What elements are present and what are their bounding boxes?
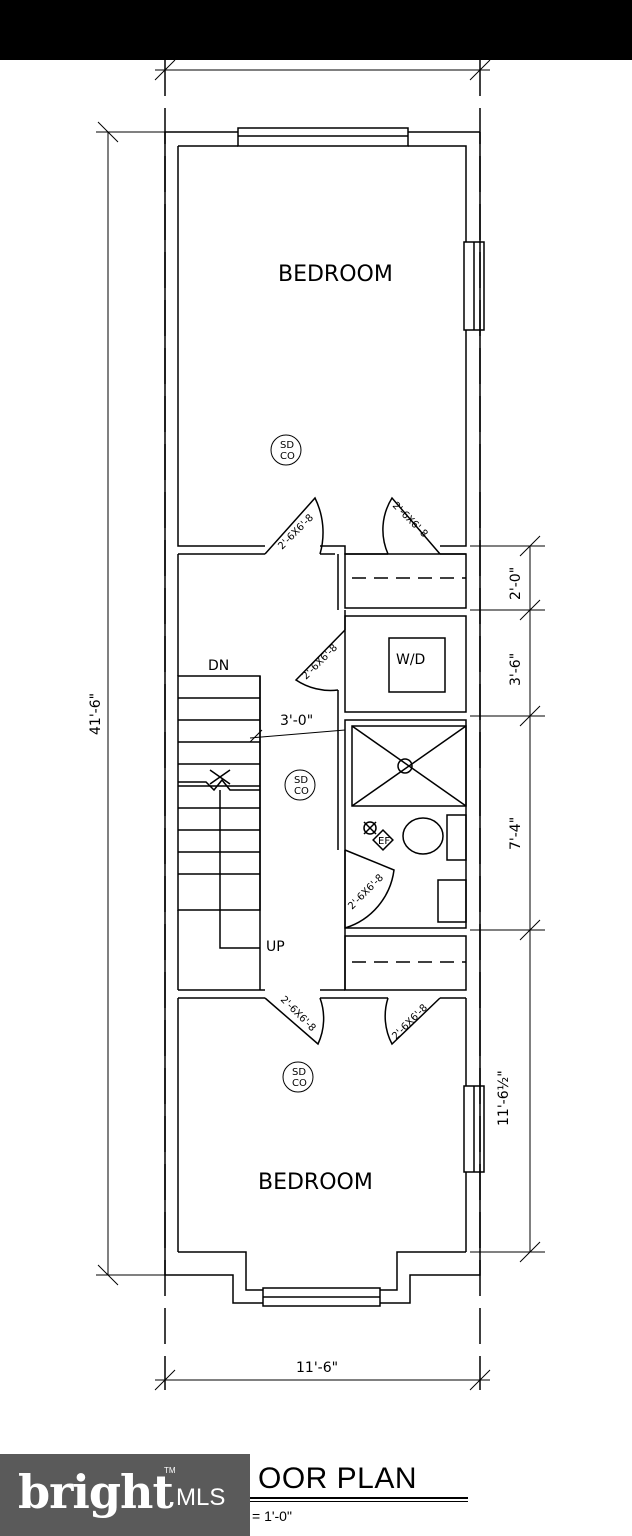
dim-hall-width: 3'-0" [280, 713, 313, 729]
exhaust-fan-label: EF [378, 836, 390, 847]
door-closet-bottom [384, 997, 441, 1046]
washer-dryer [388, 637, 446, 693]
scale-note: = 1'-0" [252, 1508, 292, 1524]
exterior-wall-left [164, 132, 263, 1304]
svg-text:SD: SD [292, 1067, 306, 1078]
shower [351, 725, 467, 807]
dim-overall-width: 11'-6" [296, 1360, 338, 1376]
door-tag-4: 2'-6X6'-8 [346, 873, 386, 913]
dim-front-bedroom: 11'-6½" [496, 1070, 512, 1126]
stairs-up-label: UP [266, 939, 285, 955]
toilet [402, 817, 444, 855]
top-black-bar [0, 0, 632, 60]
title-underline-thin [250, 1501, 468, 1502]
logo-tm: TM [164, 1466, 176, 1475]
room-label-bedroom-top: BEDROOM [278, 262, 393, 287]
door-tag-2: 2'-6X6'-8 [390, 500, 430, 540]
exterior-wall-right [380, 132, 481, 1304]
room-label-bedroom-bottom: BEDROOM [258, 1170, 373, 1195]
door-bedroom-bottom [264, 997, 325, 1046]
bright-mls-logo: bright TM MLS [0, 1454, 250, 1536]
dim-closet: 2'-0" [508, 567, 524, 600]
staircase [177, 675, 261, 911]
plan-title: OOR PLAN [258, 1462, 418, 1495]
svg-text:CO: CO [292, 1078, 307, 1089]
room-label-wd: W/D [396, 652, 425, 668]
svg-text:CO: CO [280, 451, 295, 462]
dim-overall-length: 41'-6" [88, 693, 104, 735]
smoke-co-detector-top: SD CO [270, 434, 302, 466]
smoke-co-detector-hall: SD CO [284, 769, 316, 801]
door-laundry [294, 629, 346, 692]
door-tag-6: 2'-6X6'-8 [390, 1003, 430, 1043]
svg-text:CO: CO [294, 786, 309, 797]
stairs-dn-label: DN [208, 658, 229, 674]
window-top [237, 127, 409, 147]
dim-bath: 7'-4" [508, 817, 524, 850]
logo-mls: MLS [176, 1484, 226, 1511]
svg-text:SD: SD [294, 775, 308, 786]
title-underline [250, 1497, 468, 1499]
door-bath [344, 849, 395, 929]
vanity [437, 879, 467, 923]
door-closet-top [382, 496, 441, 555]
door-bedroom-top [264, 496, 324, 555]
door-tag-3: 2'-6X6'-8 [300, 643, 340, 683]
svg-text:SD: SD [280, 440, 294, 451]
logo-word: bright [18, 1465, 174, 1519]
dim-laundry: 3'-6" [508, 653, 524, 686]
smoke-co-detector-bottom: SD CO [282, 1061, 314, 1093]
